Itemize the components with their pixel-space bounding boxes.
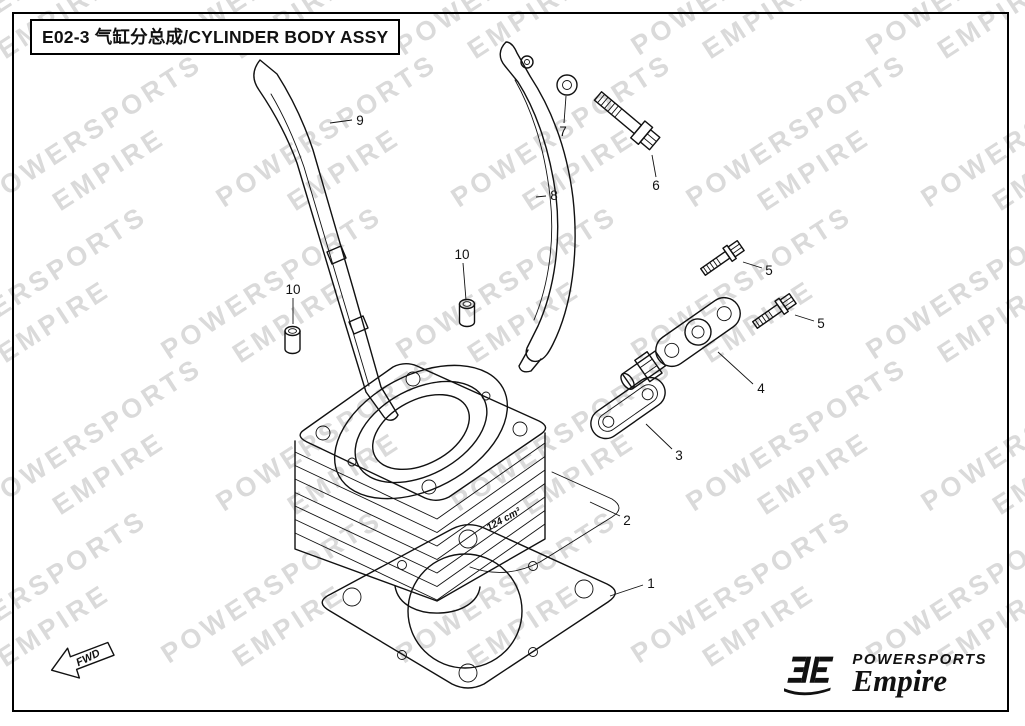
part-10-dowel-pin-left <box>284 325 301 355</box>
callout-10a: 10 <box>285 282 300 297</box>
callout-leader-lines <box>292 95 815 597</box>
brand-name-top: POWERSPORTS <box>852 650 987 668</box>
callout-2: 2 <box>623 513 631 528</box>
part-6-bolt <box>593 91 661 151</box>
callout-8: 8 <box>550 188 558 203</box>
callout-7: 7 <box>559 124 567 139</box>
callout-6: 6 <box>652 178 660 193</box>
part-2-cylinder-base-flange <box>469 471 620 573</box>
callout-3: 3 <box>675 448 683 463</box>
brand-monogram-icon <box>784 656 834 696</box>
callout-5a: 5 <box>765 263 773 278</box>
callout-1: 1 <box>647 576 655 591</box>
fwd-label: FWD <box>74 647 102 669</box>
callout-numbers: 9 8 7 6 5 5 4 3 2 1 10 10 <box>285 113 824 591</box>
part-10-dowel-pin-right <box>458 298 476 328</box>
part-9-cam-chain-guide-front <box>253 59 399 421</box>
part-5-flange-bolt-upper <box>700 240 745 276</box>
diagram-title: E02-3 气缸分总成/CYLINDER BODY ASSY <box>30 19 401 55</box>
brand-name-bottom: Empire <box>852 663 948 699</box>
part-1-cylinder-gasket <box>321 524 616 689</box>
brand-logo-text: POWERSPORTS Empire <box>852 650 987 699</box>
brand-logo: POWERSPORTS Empire <box>784 650 987 699</box>
callout-9: 9 <box>356 113 364 128</box>
callout-5b: 5 <box>817 316 825 331</box>
part-8-cam-chain-guide-rear <box>499 41 576 373</box>
part-5-flange-bolt-lower <box>752 293 797 329</box>
part-7-washer <box>556 74 578 96</box>
diagram-title-text: E02-3 气缸分总成/CYLINDER BODY ASSY <box>42 27 389 47</box>
callout-4: 4 <box>757 381 765 396</box>
diagram-frame <box>12 12 1009 712</box>
callout-10b: 10 <box>454 247 469 262</box>
part-4-cam-chain-tensioner <box>620 296 741 390</box>
fwd-direction-indicator: FWD <box>50 641 115 679</box>
part-3-tensioner-gasket <box>590 376 666 440</box>
